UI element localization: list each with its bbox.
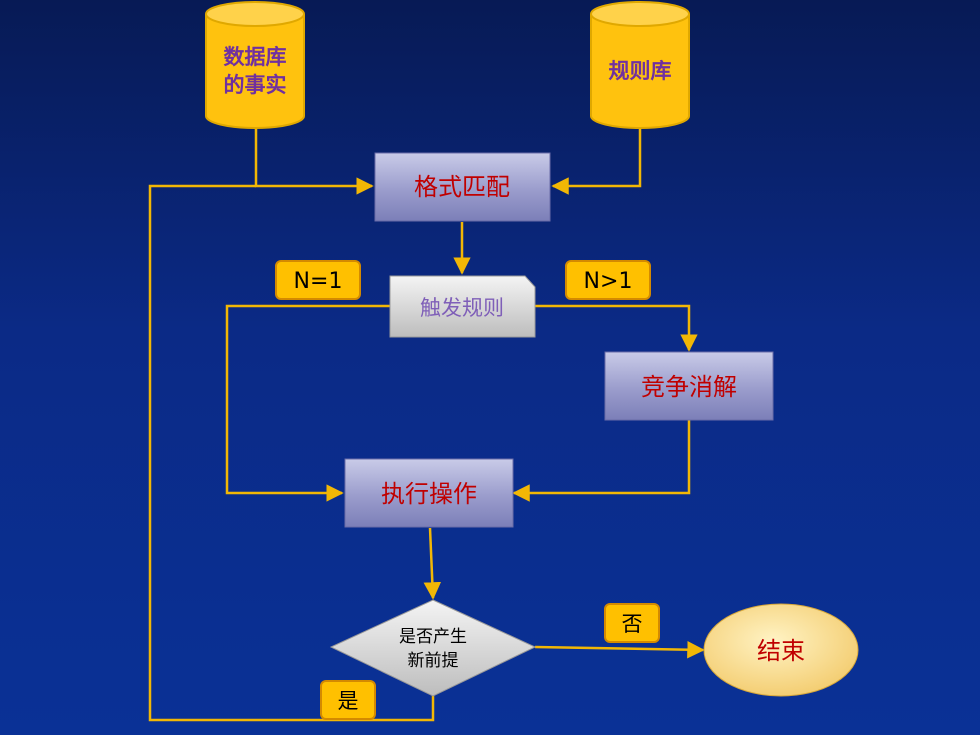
end-ellipse: 结束 bbox=[703, 603, 859, 697]
rule-base-label: 规则库 bbox=[609, 59, 672, 83]
db-facts-label-line1: 数据库 bbox=[224, 45, 287, 69]
decision-diamond: 是否产生 新前提 bbox=[329, 599, 537, 697]
label-no: 否 bbox=[604, 603, 660, 643]
conflict-resolution-box: 竞争消解 bbox=[604, 351, 774, 421]
execute-box: 执行操作 bbox=[344, 458, 514, 528]
label-n-eq-1-text: N=1 bbox=[294, 269, 343, 294]
edge-facts-to-match bbox=[254, 128, 374, 195]
trigger-rule-label: 触发规则 bbox=[420, 296, 504, 320]
label-n-gt-1-text: N>1 bbox=[584, 269, 633, 294]
decision-label-line1: 是否产生 bbox=[399, 627, 467, 647]
edge-rules-to-match bbox=[551, 128, 642, 195]
decision-label-line2: 新前提 bbox=[408, 651, 459, 671]
label-yes-text: 是 bbox=[338, 689, 359, 713]
label-yes: 是 bbox=[320, 680, 376, 720]
execute-label: 执行操作 bbox=[381, 480, 477, 508]
trigger-rule-box: 触发规则 bbox=[389, 275, 536, 338]
edge-decision-to-end bbox=[534, 640, 705, 659]
edge-loop-to-match bbox=[148, 184, 435, 722]
label-n-eq-1: N=1 bbox=[275, 260, 361, 300]
db-facts-cylinder: 数据库 的事实 bbox=[205, 1, 305, 129]
pattern-match-box: 格式匹配 bbox=[374, 152, 551, 222]
edge-conflict-to-execute bbox=[512, 420, 691, 502]
rule-base-cylinder: 规则库 bbox=[590, 1, 690, 129]
db-facts-label-line2: 的事实 bbox=[224, 73, 287, 97]
label-n-gt-1: N>1 bbox=[565, 260, 651, 300]
pattern-match-label: 格式匹配 bbox=[414, 173, 510, 201]
edge-trigger-to-execute bbox=[225, 304, 390, 502]
connectors bbox=[148, 128, 705, 722]
end-label: 结束 bbox=[757, 637, 805, 665]
edge-trigger-to-conflict bbox=[535, 304, 698, 352]
edge-execute-to-decision bbox=[423, 527, 442, 600]
conflict-resolution-label: 竞争消解 bbox=[641, 373, 737, 401]
label-no-text: 否 bbox=[622, 612, 643, 636]
